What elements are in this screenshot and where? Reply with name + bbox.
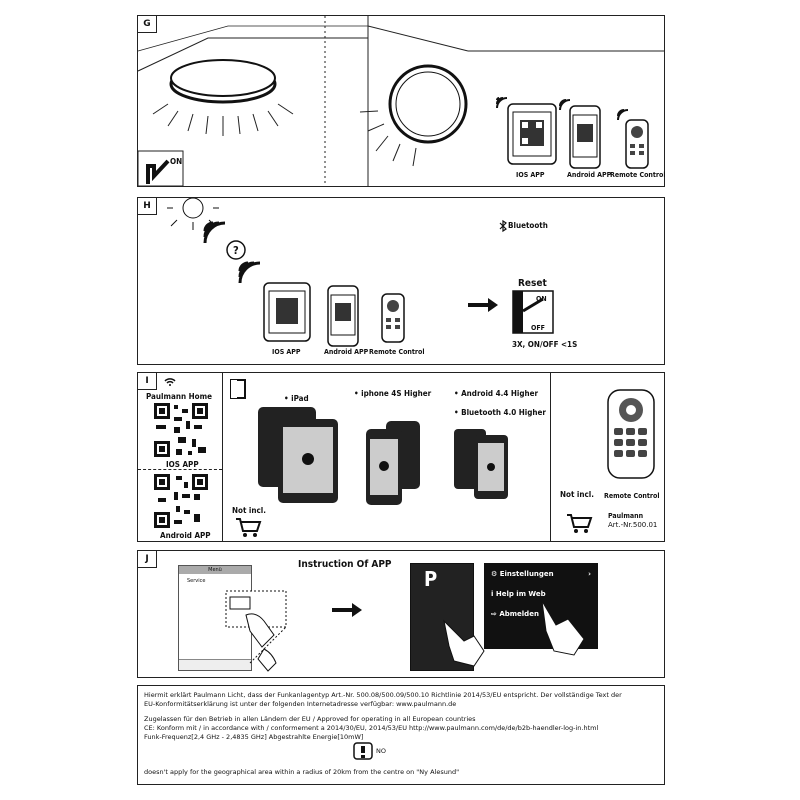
menu-item-label: Abmelden [499,610,539,618]
panel-tag: H [137,197,157,215]
smartphone-icon [328,286,358,346]
android-app-label: Android APP [160,531,211,540]
section-title: Instruction Of APP [298,559,392,570]
panel-i: I Paulmann Home IOS APP Android APP • iP… [137,372,665,542]
switch-on-label: ON [170,157,182,166]
panel-j: J Instruction Of APP Menü Service P ⚙ Ei… [137,550,665,678]
remote-control-label: Remote Control [604,492,660,500]
bluetooth-icon [499,220,507,232]
android-app-label: Android APP [324,348,368,356]
legal-panel: Hiermit erklärt Paulmann Licht, dass der… [137,685,665,785]
chevron-right-icon: › [588,570,591,578]
not-included-label: Not incl. [560,490,594,499]
bluetooth-label: Bluetooth [508,221,548,230]
legal-line-5: Funk-Frequenz[2,4 GHz - 2,4835 GHz] Abge… [144,732,363,742]
divider [138,469,222,470]
device-ipad: • iPad [284,394,309,403]
hand-pointer-icon [534,595,594,659]
panel-h: H ? Bluetooth IOS APP Android APP Remote… [137,197,665,365]
question-mark: ? [233,244,239,257]
arrow-right-icon [332,603,362,617]
switch-off-label: OFF [531,324,545,332]
shopping-cart-icon [566,513,592,533]
remote-control-icon [626,120,648,168]
wifi-icon [164,376,176,386]
qr-code-ios [154,403,208,457]
article-number: Art.-Nr.500.01 [608,521,657,529]
remote-control-image [608,390,654,478]
phone-portrait-icon [230,379,246,399]
panel-g: G ON [137,15,665,187]
signal-waves-icon [238,261,268,285]
legal-line-6: doesn't apply for the geographical area … [144,767,459,777]
warning-icon [353,742,373,760]
logout-icon: ⇨ [491,610,497,618]
not-included-label: Not incl. [232,506,266,515]
zoom-callout [178,565,298,675]
reset-title: Reset [518,278,547,289]
smartphone-icon [570,106,600,168]
android-app-label: Android APP [567,171,611,179]
device-android: • Android 4.4 Higher [454,389,538,398]
ios-app-label: IOS APP [166,460,199,469]
qr-code-android [154,474,208,528]
ipad-image [258,407,338,503]
panel-tag: J [137,550,157,568]
iphone-image [366,421,426,509]
device-iphone: • iphone 4S Higher [354,389,431,398]
brand-label: Paulmann [608,512,643,520]
remote-control-label: Remote Control [369,348,425,356]
ios-app-label: IOS APP [516,171,545,179]
remote-control-icon [382,294,404,342]
info-icon: i [491,590,493,598]
arrow-right-icon [468,298,498,312]
shopping-cart-icon [235,517,261,537]
legal-line-2: EU-Konformitätserklärung ist unter der f… [144,699,456,709]
switch-on-label: ON [536,295,547,303]
tablet-icon [264,283,310,341]
menu-item-label: Einstellungen [500,570,554,578]
device-bluetooth: • Bluetooth 4.0 Higher [454,408,546,417]
paulmann-logo: P [424,567,437,591]
tablet-icon [508,104,556,164]
menu-item-einstellungen[interactable]: ⚙ Einstellungen › [491,570,591,578]
android-phone-image [454,429,510,501]
wifi-icon [495,96,509,110]
paulmann-home-label: Paulmann Home [146,392,212,401]
reset-instruction: 3X, ON/OFF <1S [512,340,577,349]
country-code-no: NO [376,746,386,756]
remote-control-label: Remote Control [610,171,666,179]
gear-icon: ⚙ [491,570,497,578]
ios-app-label: IOS APP [272,348,301,356]
